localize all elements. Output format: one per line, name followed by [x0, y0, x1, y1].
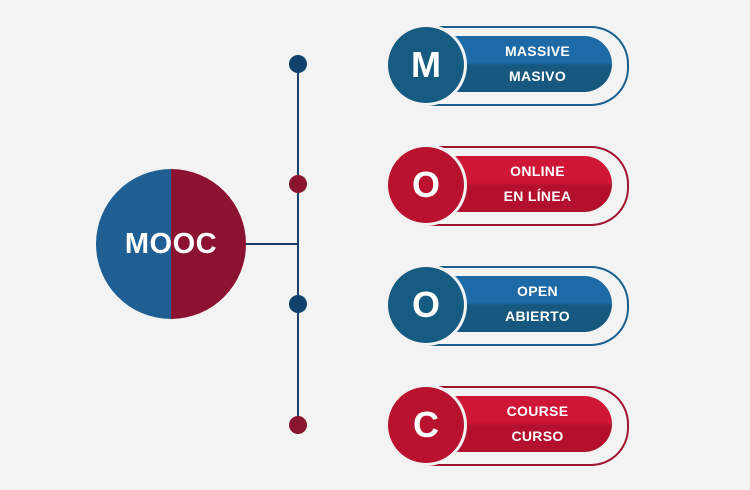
item-title: COURSE	[506, 403, 569, 419]
connector-horizontal	[245, 243, 299, 245]
item-outline	[423, 146, 629, 226]
item-online: ONLINE EN LÍNEA O	[385, 146, 631, 226]
item-letter: O	[411, 284, 440, 325]
item-outline	[423, 386, 629, 466]
center-circle: MOOC	[96, 169, 246, 319]
item-title: MASSIVE	[504, 43, 571, 59]
item-course: COURSE CURSO C	[385, 386, 631, 466]
item-open: OPEN ABIERTO O	[385, 266, 631, 346]
connector-dot-1	[289, 55, 307, 73]
item-title: OPEN	[517, 283, 558, 299]
connector-dot-3	[289, 295, 307, 313]
item-outline	[423, 266, 629, 346]
item-translation: MASIVO	[508, 68, 567, 84]
item-letter: O	[411, 164, 440, 205]
item-translation: EN LÍNEA	[503, 188, 572, 204]
item-letter: C	[413, 404, 439, 445]
letter-circle: C	[388, 387, 464, 463]
item-letter: M	[411, 44, 441, 85]
item-outline	[423, 26, 629, 106]
item-translation: CURSO	[511, 428, 564, 444]
item-massive: MASSIVE MASIVO M	[385, 26, 631, 106]
connector-vertical	[297, 64, 299, 426]
connector-dot-2	[289, 175, 307, 193]
center-label: MOOC	[124, 227, 218, 260]
letter-circle: M	[388, 27, 464, 103]
letter-circle: O	[388, 147, 464, 223]
item-title: ONLINE	[510, 163, 565, 179]
item-translation: ABIERTO	[505, 308, 570, 324]
letter-circle: O	[388, 267, 464, 343]
connector-dot-4	[289, 416, 307, 434]
